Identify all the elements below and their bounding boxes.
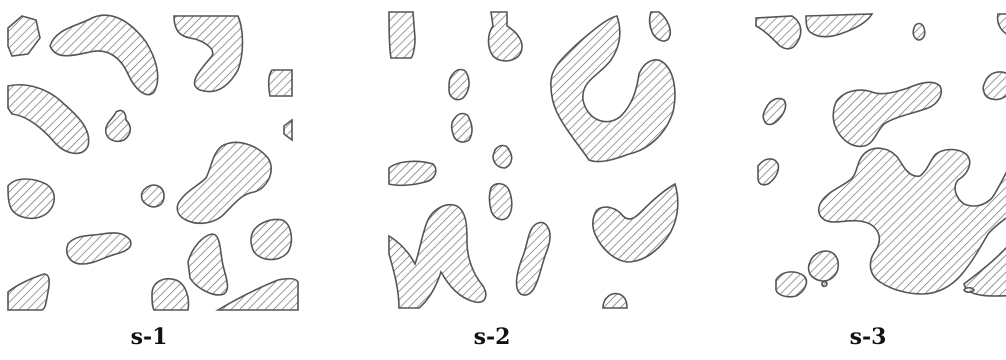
blob: [449, 70, 469, 100]
blob: [998, 14, 1006, 36]
blob: [819, 126, 1006, 294]
blob: [284, 120, 292, 140]
panel-s2: [385, 8, 685, 313]
panel-label-s3: s-3: [808, 324, 928, 350]
blob: [822, 282, 827, 287]
panel-label-s1: s-1: [89, 324, 209, 350]
blob: [188, 234, 227, 295]
blob: [142, 185, 165, 207]
blob: [67, 233, 131, 264]
panel-s2-drawing: [385, 8, 685, 313]
blob: [8, 85, 89, 154]
blob: [218, 279, 298, 310]
blob: [913, 24, 925, 41]
blob: [758, 159, 778, 185]
blob: [452, 114, 472, 143]
blob: [964, 288, 974, 293]
blob: [809, 251, 839, 281]
blob: [251, 219, 291, 259]
blob: [177, 142, 271, 223]
blob: [8, 274, 49, 310]
blob: [593, 184, 678, 262]
blob: [389, 205, 486, 308]
panel-s1: [6, 8, 306, 313]
blob: [489, 12, 523, 61]
blob: [106, 110, 131, 141]
blob: [493, 146, 512, 169]
blob: [776, 272, 806, 297]
blob: [50, 15, 158, 94]
blob: [983, 72, 1006, 99]
blob: [389, 161, 436, 185]
panel-s3-drawing: [752, 8, 1006, 313]
blob: [152, 279, 189, 310]
blob: [603, 294, 627, 308]
panel-label-s2: s-2: [432, 324, 552, 350]
panel-s3: [752, 8, 1006, 313]
blob: [806, 14, 872, 37]
blob: [8, 179, 54, 218]
blob: [516, 223, 550, 296]
blob: [650, 12, 671, 41]
blob: [756, 16, 801, 49]
blob: [833, 82, 941, 146]
blob: [8, 16, 40, 56]
blob: [763, 98, 785, 124]
blob: [269, 70, 292, 96]
blob: [174, 16, 243, 92]
blob: [490, 184, 512, 220]
blob: [389, 12, 415, 58]
panel-s1-drawing: [6, 8, 306, 313]
